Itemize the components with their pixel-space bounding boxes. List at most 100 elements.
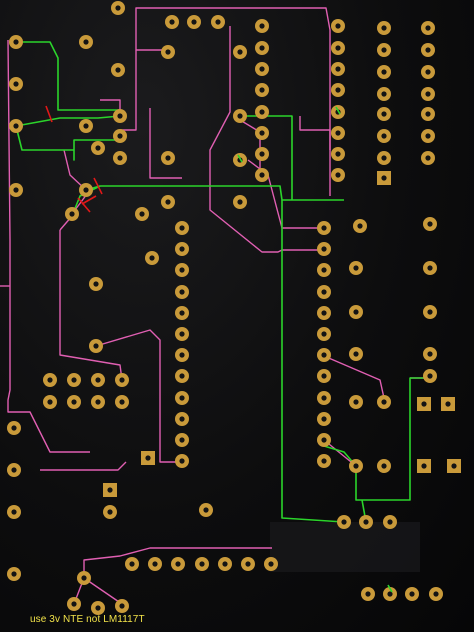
pad-hole [95,377,101,383]
pad-hole [425,69,431,75]
pad-hole [381,133,387,139]
pad-hole [427,373,433,379]
pad-hole [179,437,185,443]
pad-hole [425,133,431,139]
pad-hole [203,507,209,513]
pad-hole [13,187,19,193]
pad-hole [259,66,265,72]
pad-hole [175,561,181,567]
pad-hole [335,151,341,157]
pad-hole [179,331,185,337]
pad-hole [47,399,53,405]
green-wire [16,41,121,116]
pad-hole [321,225,327,231]
pad-hole [363,519,369,525]
pad-hole [381,69,387,75]
pad-layer [7,1,461,615]
pad-hole [353,309,359,315]
pad-hole [387,519,393,525]
pad-hole [445,401,451,407]
pad-hole [335,130,341,136]
pad-hole [321,373,327,379]
pad-hole [95,145,101,151]
pad-hole [421,463,427,469]
pink-trace [323,355,385,399]
pad-hole [259,87,265,93]
pad-hole [321,458,327,464]
pink-trace-layer [0,7,430,605]
red-mark-layer [45,105,103,213]
pad-hole [11,509,17,515]
green-marker [335,106,341,115]
pad-hole [117,113,123,119]
pad-hole [353,265,359,271]
pink-trace [95,329,182,463]
trace-cut-mark [77,197,91,213]
pad-hole [13,123,19,129]
pad-hole [259,151,265,157]
green-wire [281,200,345,523]
pad-hole [179,352,185,358]
pad-hole [199,561,205,567]
pad-hole [425,47,431,53]
board-gloss-patch [270,522,420,572]
pad-hole [13,39,19,45]
pad-hole [179,310,185,316]
pad-hole [268,561,274,567]
pad-hole [335,66,341,72]
pink-trace [7,39,90,453]
pad-hole [95,399,101,405]
trace-cut-mark [45,105,53,123]
pad-hole [165,155,171,161]
green-marker [237,154,243,163]
pad-hole [381,111,387,117]
pink-trace [149,108,182,179]
pad-hole [119,603,125,609]
pad-hole [83,123,89,129]
pad-hole [321,437,327,443]
pad-hole [427,309,433,315]
pad-hole [117,155,123,161]
pad-hole [365,591,371,597]
pad-hole [381,463,387,469]
pad-hole [179,416,185,422]
pad-hole [433,591,439,597]
pad-hole [83,187,89,193]
green-wire [323,377,430,501]
green-wire [85,185,344,201]
pink-trace [247,159,324,229]
pad-hole [179,395,185,401]
pad-hole [179,289,185,295]
pad-hole [409,591,415,597]
pad-hole [115,67,121,73]
pad-hole [259,172,265,178]
pink-trace [40,461,127,471]
pad-hole [427,351,433,357]
pad-hole [179,246,185,252]
pad-hole [321,246,327,252]
pink-trace [83,577,123,605]
pad-hole [237,199,243,205]
pad-hole [107,509,113,515]
pad-hole [321,395,327,401]
pad-hole [179,373,185,379]
pad-hole [425,91,431,97]
pad-hole [71,399,77,405]
pink-trace [83,547,272,578]
pad-hole [81,575,87,581]
pink-trace [135,20,168,51]
pad-hole [191,19,197,25]
pad-hole [335,87,341,93]
pad-hole [237,113,243,119]
pink-trace [299,116,331,150]
pad-hole [179,225,185,231]
pad-hole [427,221,433,227]
trace-cut-mark [93,177,103,195]
pad-hole [425,25,431,31]
pad-hole [139,211,145,217]
pink-trace [59,230,123,381]
pad-hole [11,425,17,431]
pad-hole [145,455,151,461]
pad-hole [83,39,89,45]
